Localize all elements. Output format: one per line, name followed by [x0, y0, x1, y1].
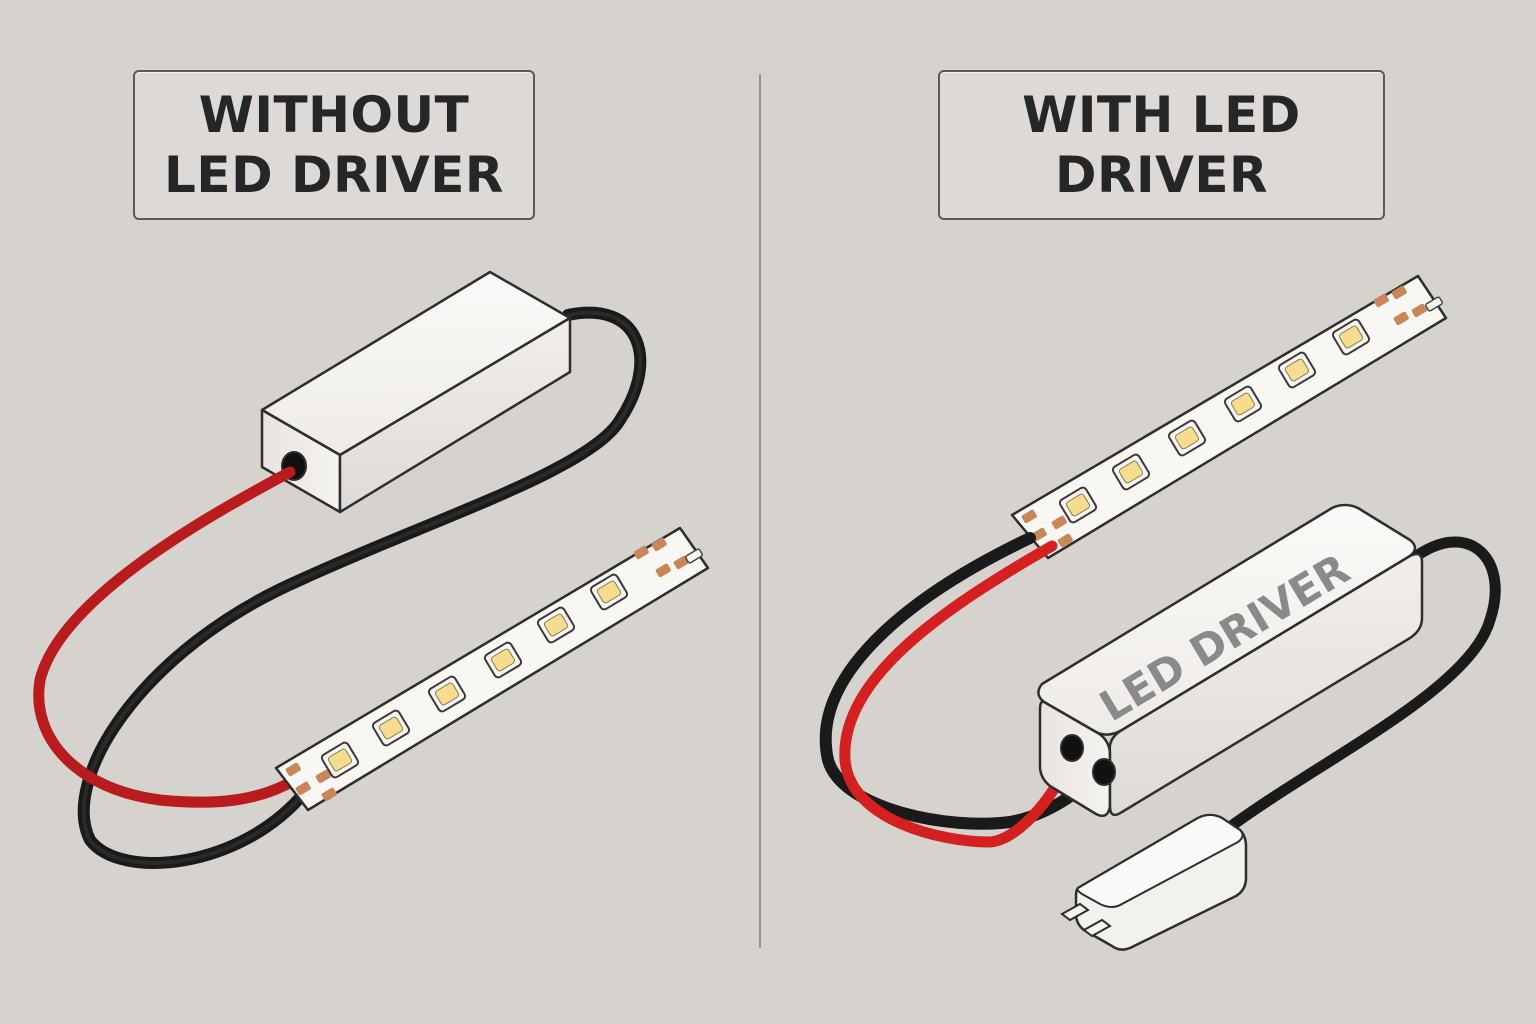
title-without-driver: WITHOUT LED DRIVER	[133, 70, 535, 220]
positive-wire-left	[33, 466, 301, 808]
mains-cable	[1220, 536, 1501, 836]
title-with-driver-line2: DRIVER	[1055, 146, 1268, 204]
power-plug-icon	[1060, 813, 1248, 951]
title-without-driver-line2: LED DRIVER	[164, 146, 504, 204]
positive-wire-right	[839, 540, 1078, 848]
title-with-driver-line1: WITH LED	[1022, 86, 1301, 144]
title-with-driver: WITH LED DRIVER	[938, 70, 1385, 220]
led-driver-box: LED DRIVER	[1037, 503, 1424, 817]
led-strip-right	[1010, 274, 1448, 560]
led-strip-left	[274, 526, 710, 812]
title-without-driver-line1: WITHOUT	[198, 86, 470, 144]
left-power-unit	[33, 270, 647, 869]
